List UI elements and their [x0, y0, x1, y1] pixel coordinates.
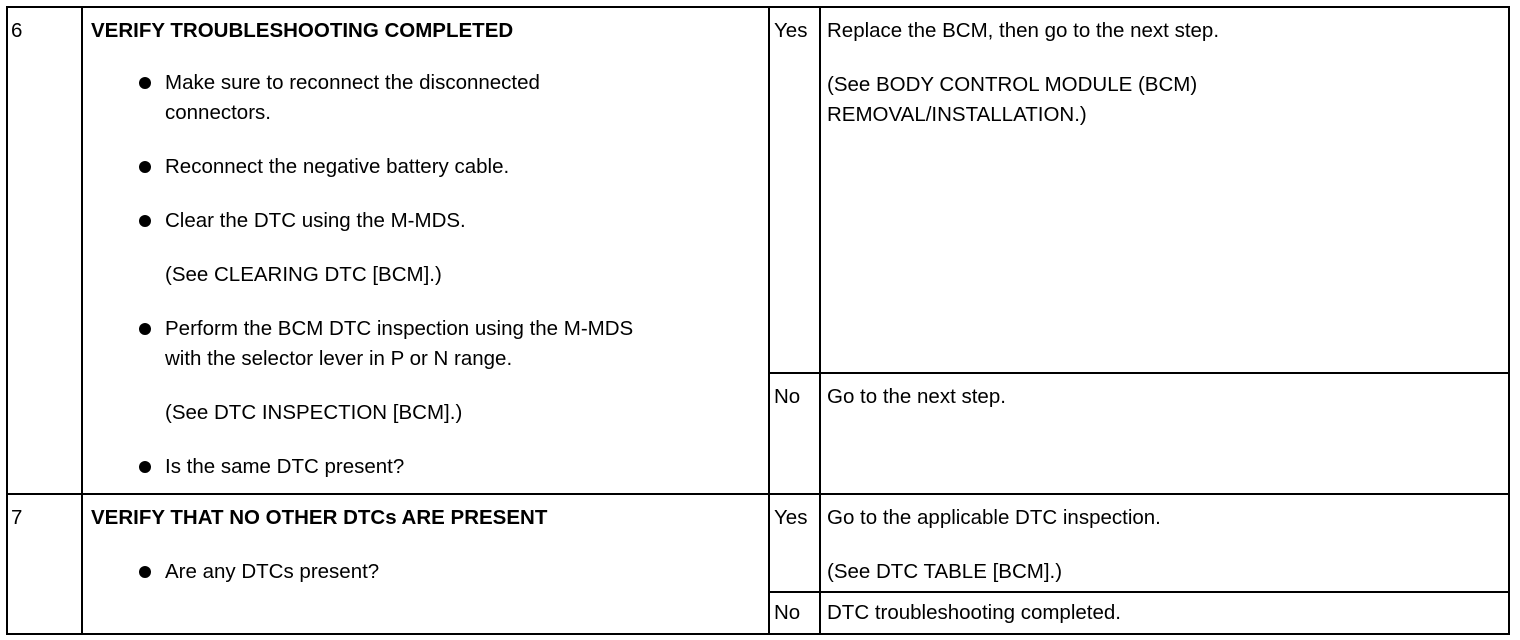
- result-action-no: DTC troubleshooting completed.: [819, 591, 1510, 635]
- bullet-icon: [139, 77, 151, 89]
- action-text: Replace the BCM, then go to the next ste…: [827, 19, 1220, 42]
- check-item: Clear the DTC using the M-MDS. (See CLEA…: [91, 206, 757, 290]
- result-label-no: No: [768, 591, 821, 635]
- check-item: Make sure to reconnect the disconnected …: [91, 68, 757, 128]
- result-label-no: No: [768, 372, 821, 495]
- check-text: Make sure to reconnect the disconnected: [165, 71, 540, 94]
- action-text: Go to the applicable DTC inspection.: [827, 506, 1161, 529]
- result-action-no: Go to the next step.: [819, 372, 1510, 495]
- step-number: 7: [6, 493, 83, 635]
- bullet-icon: [139, 323, 151, 335]
- step-6-content: VERIFY TROUBLESHOOTING COMPLETED Make su…: [81, 6, 770, 495]
- check-text: connectors.: [165, 101, 271, 124]
- check-item: Reconnect the negative battery cable.: [91, 152, 757, 182]
- reference-line: (See BODY CONTROL MODULE (BCM): [827, 73, 1198, 96]
- check-list: Make sure to reconnect the disconnected …: [91, 68, 768, 482]
- check-list: Are any DTCs present?: [91, 557, 768, 587]
- bullet-icon: [139, 461, 151, 473]
- reference-link[interactable]: (See DTC TABLE [BCM].): [827, 557, 1500, 587]
- reference-link[interactable]: (See BODY CONTROL MODULE (BCM) REMOVAL/I…: [827, 70, 1500, 130]
- step-title: VERIFY TROUBLESHOOTING COMPLETED: [91, 19, 514, 42]
- check-item: Is the same DTC present?: [91, 452, 757, 482]
- step-6-yes-row: 6 VERIFY TROUBLESHOOTING COMPLETED Make …: [6, 6, 1510, 495]
- action-text: DTC troubleshooting completed.: [827, 601, 1121, 624]
- check-text: with the selector lever in P or N range.: [165, 347, 513, 370]
- step-6-no-row: No Go to the next step.: [7, 372, 1510, 495]
- step-7-content: VERIFY THAT NO OTHER DTCs ARE PRESENT Ar…: [81, 493, 770, 635]
- reference-line: REMOVAL/INSTALLATION.): [827, 103, 1087, 126]
- reference-link[interactable]: (See CLEARING DTC [BCM].): [165, 263, 442, 286]
- reference-line: (See DTC TABLE [BCM].): [827, 560, 1063, 583]
- check-item: Are any DTCs present?: [91, 557, 757, 587]
- check-text: Perform the BCM DTC inspection using the…: [165, 317, 634, 340]
- check-item: Perform the BCM DTC inspection using the…: [91, 314, 757, 428]
- result-action-yes: Replace the BCM, then go to the next ste…: [819, 6, 1510, 374]
- action-text: Go to the next step.: [827, 385, 1006, 408]
- step-7-no-row: No DTC troubleshooting completed.: [7, 591, 1510, 635]
- result-action-yes: Go to the applicable DTC inspection. (Se…: [819, 493, 1510, 593]
- step-title: VERIFY THAT NO OTHER DTCs ARE PRESENT: [91, 506, 548, 529]
- bullet-icon: [139, 161, 151, 173]
- result-label-yes: Yes: [768, 493, 821, 593]
- check-text: Is the same DTC present?: [165, 455, 405, 478]
- reference-link[interactable]: (See DTC INSPECTION [BCM].): [165, 401, 463, 424]
- result-label-yes: Yes: [768, 6, 821, 374]
- check-text: Clear the DTC using the M-MDS.: [165, 209, 466, 232]
- bullet-icon: [139, 566, 151, 578]
- check-text: Reconnect the negative battery cable.: [165, 155, 510, 178]
- step-number: 6: [6, 6, 83, 495]
- step-7-yes-row: 7 VERIFY THAT NO OTHER DTCs ARE PRESENT …: [6, 493, 1510, 635]
- check-text: Are any DTCs present?: [165, 560, 380, 583]
- troubleshooting-table: 6 VERIFY TROUBLESHOOTING COMPLETED Make …: [6, 6, 1510, 635]
- bullet-icon: [139, 215, 151, 227]
